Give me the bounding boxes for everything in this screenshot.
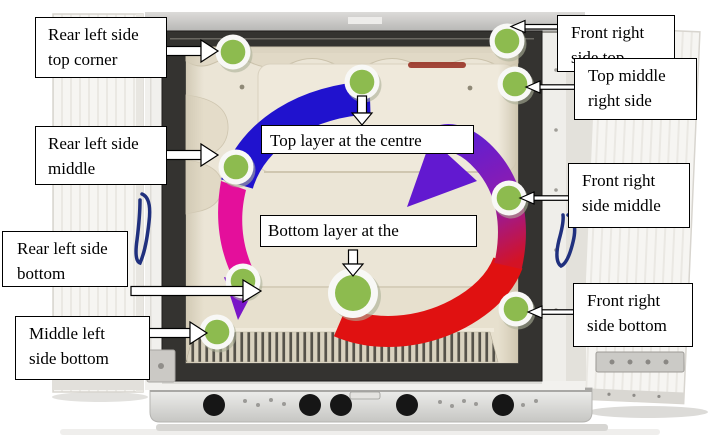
label-line: Rear left side — [48, 25, 139, 44]
label-rear-left-side-top-corner: Rear left side top corner — [35, 17, 167, 78]
arrow-left-icon — [518, 191, 570, 205]
label-top-middle-right-side: Top middle right side — [574, 58, 697, 120]
label-line: bottom — [17, 264, 66, 283]
label-rear-left-side-bottom: Rear left side bottom — [2, 231, 128, 287]
arrow-down-icon — [341, 249, 365, 277]
arrow-right-icon — [130, 278, 263, 304]
label-line: Front right — [582, 171, 656, 190]
label-line: Front right — [587, 291, 661, 310]
airflow-up-arrowhead — [407, 139, 477, 207]
base-vent-holes — [203, 394, 514, 416]
sensor-dot-top-layer-centre — [344, 64, 382, 103]
hinge-hardware — [146, 349, 685, 383]
airflow-red-band — [333, 256, 523, 347]
sensor-dot-bottom-layer-centre — [328, 268, 381, 321]
label-line: Middle left — [29, 324, 106, 343]
label-bottom-layer-at-the-centre: Bottom layer at the — [260, 215, 477, 247]
label-line: side bottom — [587, 316, 667, 335]
label-front-right-side-bottom: Front right side bottom — [573, 283, 693, 347]
label-line: Rear left side — [17, 239, 108, 258]
label-line: Top middle — [588, 66, 666, 85]
sensor-dot-front-right-side-middle — [491, 180, 529, 219]
label-rear-left-side-middle: Rear left side middle — [35, 126, 167, 185]
sensor-dot-front-right-side-bottom — [498, 291, 536, 330]
label-line: Rear left side — [48, 134, 139, 153]
label-line: right side — [588, 91, 652, 110]
sensor-dot-front-right-side-top — [489, 23, 527, 62]
base-plinth — [149, 387, 593, 423]
door-straps — [134, 192, 577, 268]
label-middle-left-side-bottom: Middle left side bottom — [15, 316, 150, 380]
sensor-dot-rear-left-side-top-corner — [215, 34, 253, 73]
right-door-strap — [555, 213, 577, 268]
left-door-strap — [134, 192, 152, 266]
arrow-right-icon — [147, 320, 209, 346]
label-line: Bottom layer at the — [268, 221, 399, 240]
label-line: side middle — [582, 196, 661, 215]
label-line: Top layer at the centre — [270, 131, 422, 150]
label-line: Front right — [571, 23, 645, 42]
base-small-holes — [243, 398, 538, 408]
label-top-layer-at-the-centre: Top layer at the centre — [261, 125, 474, 154]
sensor-dots — [199, 23, 536, 353]
sensor-dot-top-middle-right-side — [497, 66, 535, 105]
base-latch — [349, 391, 381, 400]
label-front-right-side-middle: Front right side middle — [568, 163, 690, 228]
arrow-down-icon — [350, 95, 374, 126]
sensor-dot-rear-left-side-middle — [218, 149, 256, 188]
sensor-dot-middle-left-side-bottom — [199, 314, 237, 353]
label-line: side bottom — [29, 349, 109, 368]
pointer-arrows — [130, 19, 576, 346]
ground-shadow — [52, 392, 708, 435]
label-line: middle — [48, 159, 96, 178]
label-line: top corner — [48, 50, 118, 69]
